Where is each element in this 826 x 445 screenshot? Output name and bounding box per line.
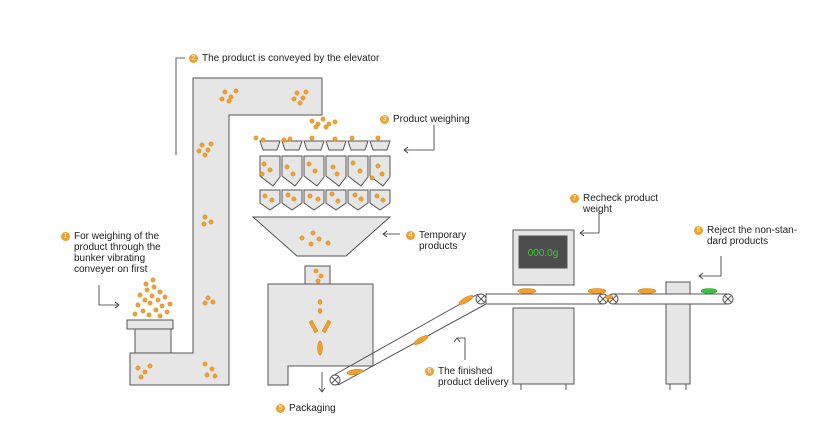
step-text: Recheck product weight xyxy=(583,193,659,215)
step-text: Packaging xyxy=(289,403,336,414)
vibrating-bunker-top xyxy=(126,319,174,330)
checkweigher-screen xyxy=(518,235,568,269)
step-badge: 8 xyxy=(694,226,703,235)
step-badge: 7 xyxy=(570,194,579,203)
weigh-hopper xyxy=(369,155,391,187)
step-5-label: 5 Packaging xyxy=(276,403,336,414)
conveyor-roller-icon xyxy=(475,293,487,305)
step-3-label: 3 Product weighing xyxy=(380,114,470,125)
step-text: Product weighing xyxy=(393,114,470,125)
feed-bucket xyxy=(281,140,303,151)
step-8-label: 8 Reject the non-stan- dard products xyxy=(694,225,797,247)
collecting-funnel xyxy=(251,216,392,257)
step-badge: 1 xyxy=(61,232,70,241)
memory-hopper xyxy=(347,189,369,211)
step-text: Reject the non-stan- dard products xyxy=(707,225,798,247)
forming-bags xyxy=(308,299,332,356)
step-badge: 4 xyxy=(406,231,415,240)
memory-hopper xyxy=(369,189,391,211)
packed-bags xyxy=(346,288,718,376)
memory-hopper xyxy=(303,189,325,211)
conveyor-roller-icon xyxy=(722,293,734,305)
checkweigher: 000.0g xyxy=(512,229,575,390)
step-text: The product is conveyed by the elevator xyxy=(202,53,380,64)
step-6-label: 6 The finished product delivery xyxy=(425,366,509,388)
conveyor-roller-icon xyxy=(329,374,341,386)
weigh-hopper xyxy=(281,155,303,187)
feed-bucket xyxy=(369,140,391,151)
feed-bucket xyxy=(303,140,325,151)
product-granule-icon xyxy=(132,88,386,380)
feed-bucket xyxy=(259,140,281,151)
multihead-weigher xyxy=(251,140,392,285)
checkweigher-base xyxy=(512,307,575,385)
checkweigher-conveyor xyxy=(485,293,609,305)
step-2-label: 2 The product is conveyed by the elevator xyxy=(189,53,379,64)
vibrating-bunker-body xyxy=(134,328,172,354)
step-text: Temporary products xyxy=(419,230,467,252)
step-text: For weighing of the product through the … xyxy=(74,231,161,275)
checkweigher-display: 000.0g xyxy=(528,248,559,259)
step-badge: 3 xyxy=(380,115,389,124)
step-4-label: 4 Temporary products xyxy=(406,230,466,252)
step-badge: 6 xyxy=(425,367,434,376)
step-1-label: 1 For weighing of the product through the… xyxy=(61,231,161,275)
bucket-elevator xyxy=(126,77,323,386)
reject-conveyor xyxy=(607,293,734,305)
leader-lines xyxy=(98,57,722,393)
step-badge: 5 xyxy=(276,404,285,413)
feed-bucket xyxy=(325,140,347,151)
weigh-hopper xyxy=(325,155,347,187)
packaging-machine xyxy=(267,283,374,386)
feed-bucket xyxy=(347,140,369,151)
elevator-frame xyxy=(129,77,323,386)
step-text: The finished product delivery xyxy=(438,366,509,388)
step-7-label: 7 Recheck product weight xyxy=(570,193,658,215)
step-badge: 2 xyxy=(189,54,198,63)
